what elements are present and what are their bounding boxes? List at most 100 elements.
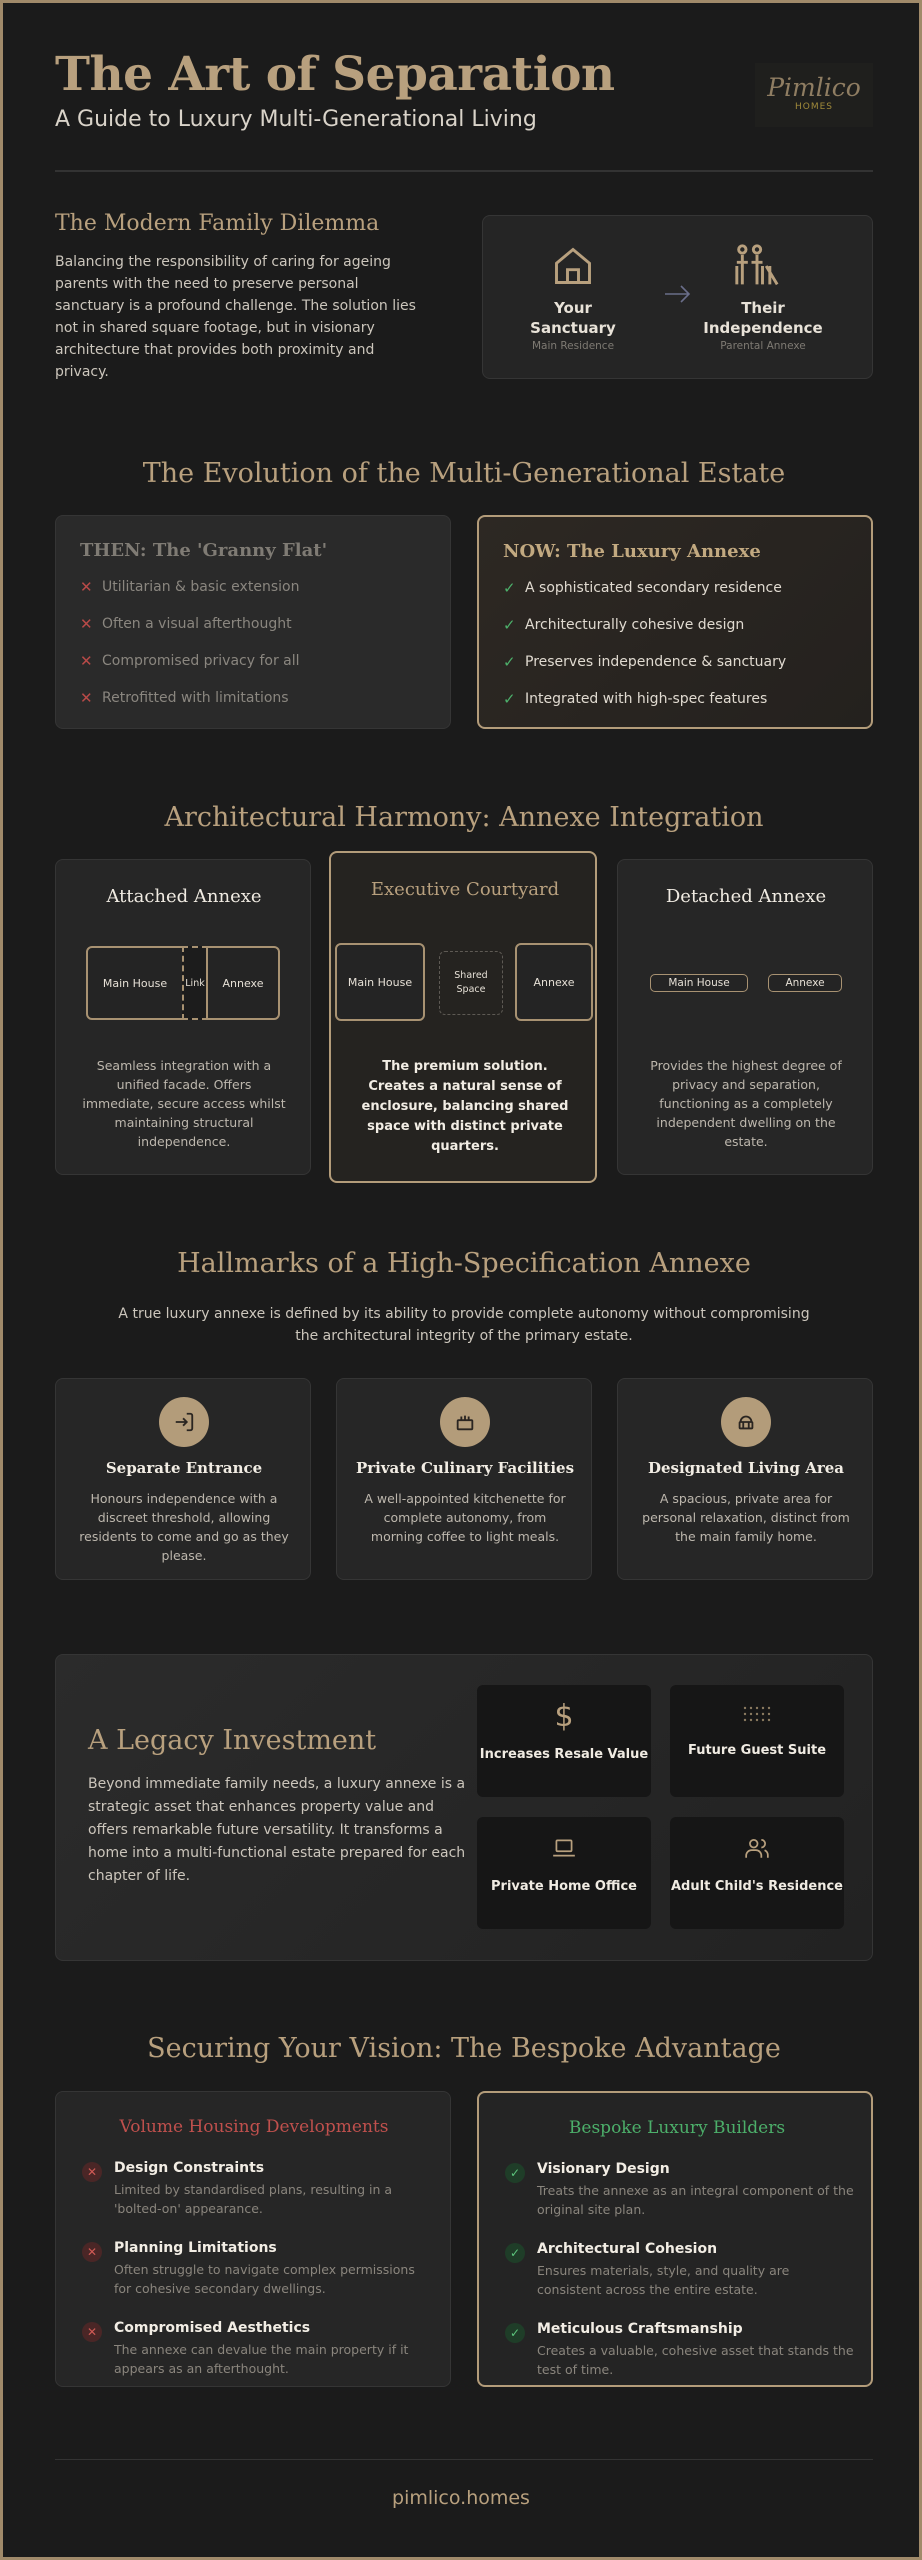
independence-label: Their Independence xyxy=(703,299,823,337)
check-icon: ✓ xyxy=(503,690,516,708)
cross-icon: ✕ xyxy=(82,2242,102,2262)
courtyard-title: Executive Courtyard xyxy=(370,879,560,900)
detached-desc: Provides the highest degree of privacy a… xyxy=(650,1058,842,1149)
dilemma-title: The Modern Family Dilemma xyxy=(55,211,380,236)
now-item: A sophisticated secondary residence xyxy=(525,580,782,596)
check-icon: ✓ xyxy=(505,2163,525,2183)
bespoke-item-title: Meticulous Craftsmanship xyxy=(537,2321,743,2337)
volume-item-title: Design Constraints xyxy=(114,2160,265,2176)
attached-title: Attached Annexe xyxy=(106,886,262,907)
bespoke-item-desc: Treats the annexe as an integral compone… xyxy=(537,2183,854,2217)
now-title: NOW: The Luxury Annexe xyxy=(503,541,761,562)
attached-annexe: Annexe xyxy=(206,946,280,1020)
harmony-title: Architectural Harmony: Annexe Integratio… xyxy=(164,802,764,833)
divider xyxy=(55,170,873,172)
courtyard-card: Executive Courtyard Main House Shared Sp… xyxy=(329,851,597,1183)
legacy-tile: $ Increases Resale Value xyxy=(477,1685,651,1797)
vision-title: Securing Your Vision: The Bespoke Advant… xyxy=(147,2033,781,2064)
entrance-icon xyxy=(159,1397,209,1447)
check-icon: ✓ xyxy=(503,616,516,634)
cross-icon: ✕ xyxy=(82,2322,102,2342)
then-item: Often a visual afterthought xyxy=(102,616,292,632)
logo-name: Pimlico xyxy=(767,73,861,102)
now-item: Preserves independence & sanctuary xyxy=(525,654,787,670)
cross-icon: ✕ xyxy=(80,578,93,596)
dollar-icon: $ xyxy=(554,1699,574,1734)
then-item: Utilitarian & basic extension xyxy=(102,579,300,595)
bespoke-item-title: Architectural Cohesion xyxy=(537,2241,718,2257)
volume-item-title: Compromised Aesthetics xyxy=(114,2320,311,2336)
now-item: Integrated with high-spec features xyxy=(525,691,768,707)
logo-sub: HOMES xyxy=(794,102,834,112)
family-icon xyxy=(735,244,779,286)
bespoke-card: Bespoke Luxury Builders ✓ Visionary Desig… xyxy=(477,2091,873,2387)
footer-link[interactable]: pimlico.homes xyxy=(392,2487,530,2509)
footer-divider xyxy=(55,2459,873,2460)
page-title: The Art of Separation xyxy=(55,47,615,102)
hallmark-card: Private Culinary Facilities A well-appoi… xyxy=(336,1378,592,1580)
evolution-title: The Evolution of the Multi-Generational … xyxy=(142,458,786,489)
check-icon: ✓ xyxy=(505,2243,525,2263)
logo[interactable]: Pimlico HOMES xyxy=(755,63,873,127)
legacy-tile-label: Adult Child's Residence xyxy=(671,1879,843,1894)
cross-icon: ✕ xyxy=(80,689,93,707)
volume-item-desc: Limited by standardised plans, resulting… xyxy=(114,2182,393,2216)
check-icon: ✓ xyxy=(503,653,516,671)
house-icon xyxy=(555,247,591,284)
bespoke-item-title: Visionary Design xyxy=(537,2161,670,2177)
sanctuary-card: Your Sanctuary Main Residence Their Inde… xyxy=(482,215,873,379)
legacy-tile: Future Guest Suite xyxy=(670,1685,844,1797)
volume-title: Volume Housing Developments xyxy=(119,2117,389,2137)
cross-icon: ✕ xyxy=(80,652,93,670)
cross-icon: ✕ xyxy=(80,615,93,633)
volume-item-desc: The annexe can devalue the main property… xyxy=(114,2342,409,2376)
courtyard-desc: The premium solution. Creates a natural … xyxy=(361,1059,569,1154)
check-icon: ✓ xyxy=(505,2323,525,2343)
dilemma-body: Balancing the responsibility of caring f… xyxy=(55,254,416,380)
arrow-right-icon xyxy=(665,285,691,303)
hallmark-desc: Honours independence with a discreet thr… xyxy=(79,1491,289,1563)
volume-card: Volume Housing Developments ✕ Design Cons… xyxy=(55,2091,451,2387)
sanctuary-sub: Main Residence xyxy=(531,340,615,352)
bespoke-title: Bespoke Luxury Builders xyxy=(568,2118,786,2138)
cross-icon: ✕ xyxy=(82,2162,102,2182)
hallmark-title: Designated Living Area xyxy=(647,1459,845,1477)
then-card: THEN: The 'Granny Flat' ✕ Utilitarian & b… xyxy=(55,515,451,729)
legacy-title: A Legacy Investment xyxy=(88,1725,377,1756)
laptop-icon xyxy=(553,1839,575,1857)
hallmarks-title: Hallmarks of a High-Specification Annexe xyxy=(177,1248,751,1279)
hallmark-card: Designated Living Area A spacious, priva… xyxy=(617,1378,873,1580)
attached-main-house: Main House xyxy=(86,946,184,1020)
hallmarks-intro: A true luxury annexe is defined by its a… xyxy=(118,1306,810,1344)
hallmark-title: Private Culinary Facilities xyxy=(355,1459,575,1477)
hallmark-desc: A well-appointed kitchenette for complet… xyxy=(364,1491,566,1544)
grid-icon xyxy=(743,1706,771,1722)
attached-link: Link xyxy=(182,946,208,1020)
legacy-tile-label: Private Home Office xyxy=(491,1879,637,1894)
detached-card: Detached Annexe Main House Annexe Provid… xyxy=(617,859,873,1175)
detached-annexe: Annexe xyxy=(768,974,842,992)
then-title: THEN: The 'Granny Flat' xyxy=(80,540,328,561)
legacy-tile: Private Home Office xyxy=(477,1817,651,1929)
users-icon xyxy=(745,1839,769,1858)
kitchen-icon xyxy=(440,1397,490,1447)
now-card: NOW: The Luxury Annexe ✓ A sophisticated … xyxy=(477,515,873,729)
detached-title: Detached Annexe xyxy=(665,886,827,907)
courtyard-shared-space: Shared Space xyxy=(439,951,503,1015)
legacy-card: A Legacy Investment Beyond immediate fam… xyxy=(55,1654,873,1961)
sanctuary-label: Your Sanctuary xyxy=(530,299,616,337)
then-item: Retrofitted with limitations xyxy=(102,690,289,706)
attached-desc: Seamless integration with a unified faca… xyxy=(82,1058,286,1149)
check-icon: ✓ xyxy=(503,579,516,597)
independence-sub: Parental Annexe xyxy=(720,340,806,352)
legacy-tile: Adult Child's Residence xyxy=(670,1817,844,1929)
detached-main-house: Main House xyxy=(650,974,748,992)
legacy-body: Beyond immediate family needs, a luxury … xyxy=(88,1776,466,1884)
hallmark-desc: A spacious, private area for personal re… xyxy=(642,1491,850,1544)
courtyard-annexe: Annexe xyxy=(515,943,593,1021)
attached-card: Attached Annexe Main House Link Annexe S… xyxy=(55,859,311,1175)
courtyard-main-house: Main House xyxy=(335,943,425,1021)
bespoke-item-desc: Creates a valuable, cohesive asset that … xyxy=(537,2343,854,2377)
